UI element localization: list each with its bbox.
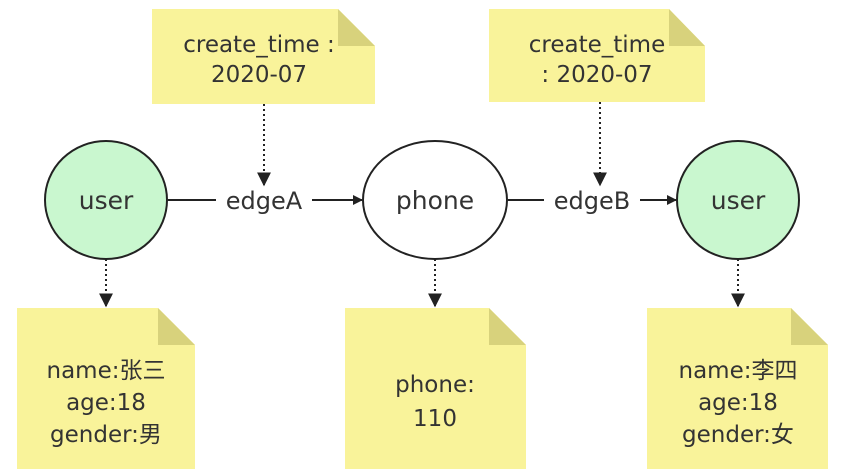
edge-b-label: edgeB xyxy=(554,187,630,215)
edge-a-property-note: create_time : 2020-07 xyxy=(152,9,375,104)
user-node-b: user xyxy=(676,140,800,260)
user-node-b-label: user xyxy=(711,186,766,215)
user-a-note-line-2: age:18 xyxy=(66,390,146,416)
user-b-property-note: name:李四 age:18 gender:女 xyxy=(647,308,828,469)
edge-b-property-note: create_time : 2020-07 xyxy=(489,9,705,102)
phone-property-note: phone: 110 xyxy=(345,308,526,469)
edge-b-note-line-1: create_time xyxy=(529,32,665,58)
user-a-note-line-3: gender:男 xyxy=(50,422,162,448)
user-node-a-label: user xyxy=(79,186,134,215)
user-b-note-line-1: name:李四 xyxy=(679,358,798,384)
user-node-a: user xyxy=(44,140,168,260)
edge-b-note-line-2: : 2020-07 xyxy=(541,62,652,88)
edge-a-label: edgeA xyxy=(226,187,303,215)
phone-node-label: phone xyxy=(396,186,474,215)
edge-a-note-line-2: 2020-07 xyxy=(211,62,307,88)
edge-a-note-line-1: create_time : xyxy=(183,32,335,58)
edge-b: edgeB xyxy=(508,187,677,215)
phone-note-line-2: 110 xyxy=(413,406,457,432)
user-b-note-line-2: age:18 xyxy=(698,390,778,416)
user-b-note-line-3: gender:女 xyxy=(682,422,794,448)
phone-note-line-1: phone: xyxy=(395,372,475,398)
phone-node: phone xyxy=(362,140,508,260)
edge-a: edgeA xyxy=(168,187,363,215)
user-a-property-note: name:张三 age:18 gender:男 xyxy=(17,308,195,469)
user-a-note-line-1: name:张三 xyxy=(47,358,166,384)
